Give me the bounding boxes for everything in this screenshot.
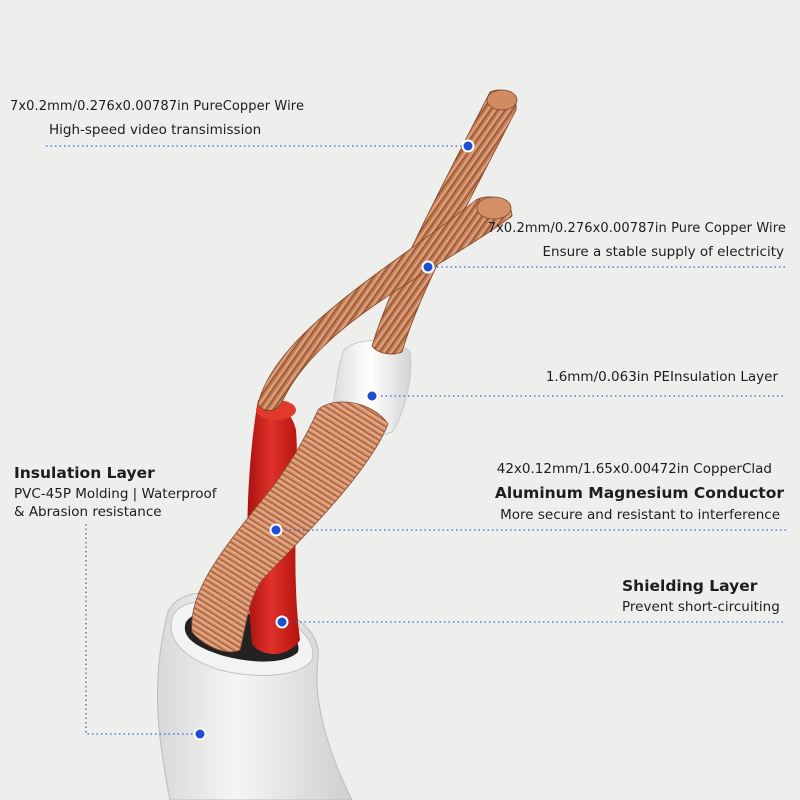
pe-insulation-spec: 1.6mm/0.063in PEInsulation Layer [545, 369, 778, 385]
marker-dot-wire-top [461, 139, 475, 153]
copper-bundle-back [371, 89, 517, 355]
conductor-title: Aluminum Magnesium Conductor [494, 484, 784, 502]
marker-dot-shielding [275, 615, 289, 629]
braided-shield [191, 401, 389, 653]
wire-second-spec: 7x0.2mm/0.276x0.00787in Pure Copper Wire [487, 221, 786, 236]
wire-top-spec: 7x0.2mm/0.276x0.00787in PureCopper Wire [10, 99, 305, 114]
insulation-layer-line2: & Abrasion resistance [14, 504, 162, 520]
insulation-layer-line1: PVC-45P Molding | Waterproof [14, 486, 217, 502]
conductor-spec: 42x0.12mm/1.65x0.00472in CopperClad [496, 461, 772, 477]
marker-dot-insulation-layer [193, 727, 207, 741]
shielding-desc: Prevent short-circuiting [622, 599, 780, 615]
marker-dot-wire-second [421, 260, 435, 274]
wire-top-desc: High-speed video transimission [49, 122, 262, 138]
copper-bundle-front [257, 196, 513, 411]
marker-dot-pe-insulation [365, 389, 379, 403]
conductor-desc: More secure and resistant to interferenc… [500, 507, 780, 523]
marker-dot-conductor [269, 523, 283, 537]
wire-second-desc: Ensure a stable supply of electricity [542, 244, 784, 260]
insulation-layer-title: Insulation Layer [14, 464, 155, 482]
copper-bundle-front-end [476, 196, 512, 220]
shielding-title: Shielding Layer [622, 577, 758, 595]
copper-bundle-back-end [486, 89, 518, 111]
